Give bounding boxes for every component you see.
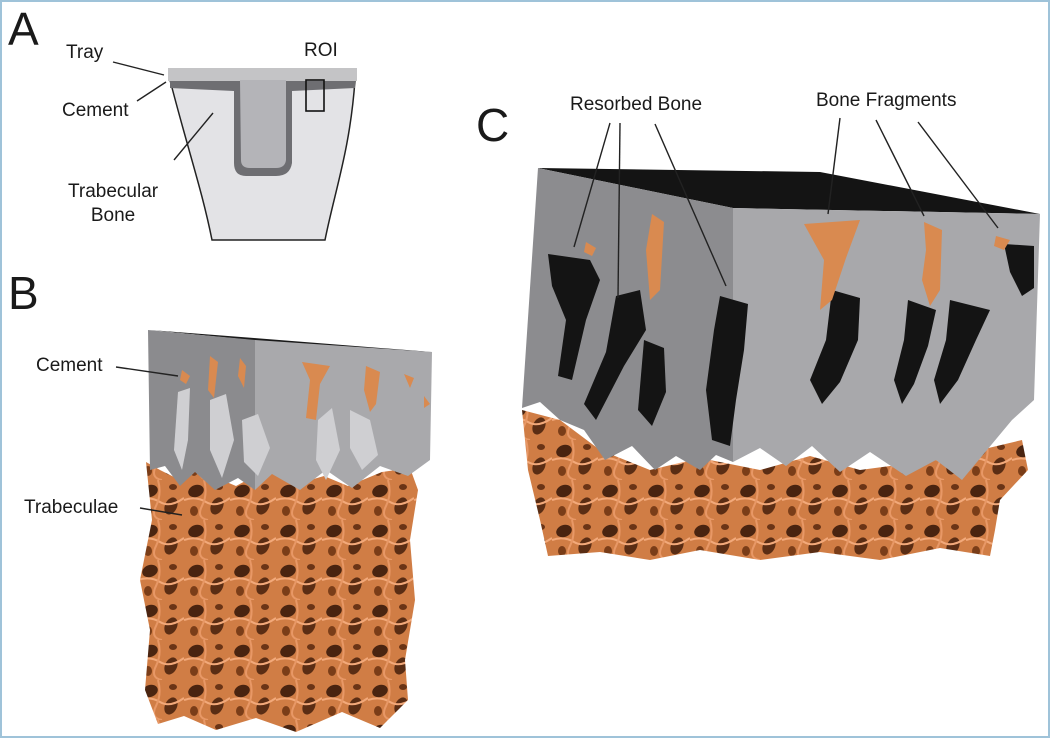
panel-b-leader-lines: [115, 366, 183, 516]
panel-c-front-right-face: [733, 208, 1040, 480]
panel-b-letter: B: [8, 267, 39, 319]
roi-box: [305, 79, 325, 112]
tray-label: Tray: [66, 42, 104, 63]
panel-c-top-face: [538, 168, 1040, 214]
trabeculae-label: Trabeculae: [24, 497, 119, 518]
tray-stem: [240, 80, 286, 168]
panel-c-leader-lines: [573, 117, 999, 299]
resorbed-bone-label: Resorbed Bone: [570, 94, 703, 115]
panel-b-front-left-face: [148, 330, 255, 490]
trabecular-bone-label: Trabecular Bone: [68, 181, 159, 226]
roi-label: ROI: [304, 40, 338, 61]
panel-c-bone-fragments: [584, 214, 1010, 310]
panel-b-bone-fragments: [180, 356, 430, 420]
panel-b-cement-voids: [174, 388, 378, 480]
panel-a-letter: A: [8, 3, 39, 55]
tray: [168, 68, 357, 81]
implant-schematic: [168, 68, 357, 241]
panel-b-top-face: [150, 330, 432, 352]
cement-label-b: Cement: [36, 355, 103, 376]
cement-label-a: Cement: [62, 100, 129, 121]
panel-a-leader-lines: [112, 61, 214, 161]
panel-c-letter: C: [476, 99, 510, 151]
panel-c-resorbed-voids: [548, 244, 1034, 446]
panel-b-front-right-face: [255, 340, 432, 490]
panel-b-trabeculae: [140, 462, 418, 732]
panel-b-specimen: [140, 330, 432, 732]
bone-fragments-label: Bone Fragments: [816, 90, 957, 111]
panel-c-specimen: [522, 168, 1040, 560]
panel-c-trabeculae: [522, 410, 1028, 560]
